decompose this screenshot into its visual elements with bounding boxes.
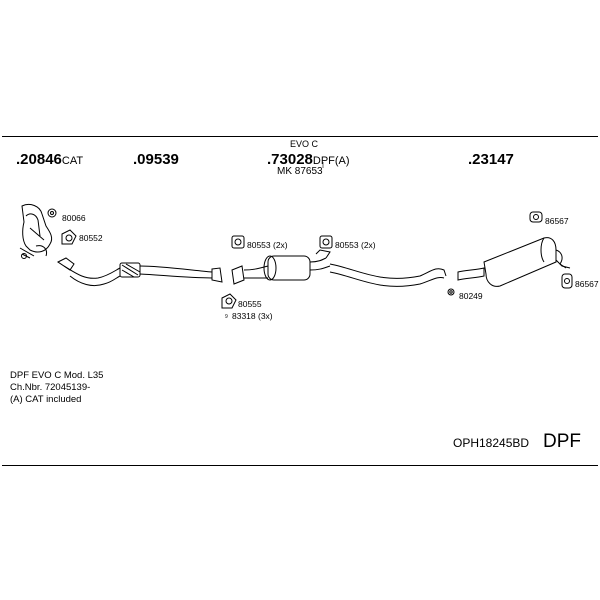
label-80553-left: 80553 (2x) [247, 240, 288, 250]
gasket-80249-drawing [447, 288, 455, 296]
part-20846: .20846CAT [16, 151, 84, 168]
hanger-86567-top-drawing [529, 211, 543, 223]
label-80249: 80249 [459, 291, 483, 301]
evo-c-label: EVO C [290, 139, 319, 149]
mk-label: MK 87653 [277, 166, 323, 177]
gasket-80066-drawing [47, 208, 57, 218]
part-09539: .09539 [133, 151, 179, 168]
note-line-3: (A) CAT included [10, 394, 82, 405]
hanger-80553-left-drawing [231, 235, 245, 249]
gasket-80552-drawing [61, 229, 77, 245]
diagram-frame [2, 136, 598, 466]
part-73028: .73028DPF(A) [267, 151, 350, 168]
label-86567-top: 86567 [545, 216, 569, 226]
label-80552: 80552 [79, 233, 103, 243]
label-83318-prefix: 9 [225, 314, 228, 320]
front-pipe-drawing [57, 257, 223, 287]
product-code: OPH18245BD [453, 436, 530, 450]
label-80555: 80555 [238, 299, 262, 309]
note-line-1: DPF EVO C Mod. L35 [10, 370, 104, 381]
clamp-80555-drawing [221, 293, 237, 309]
rear-silencer-drawing [457, 237, 571, 287]
product-type: DPF [543, 431, 581, 452]
hanger-80553-right-drawing [319, 235, 333, 249]
catalytic-converter-drawing [19, 203, 53, 259]
label-86567-right: 86567 [575, 279, 599, 289]
hanger-86567-right-drawing [561, 273, 573, 289]
label-83318: 83318 (3x) [232, 311, 273, 321]
dpf-muffler-drawing [231, 249, 447, 287]
note-line-2: Ch.Nbr. 72045139- [10, 382, 91, 393]
label-80066: 80066 [62, 213, 86, 223]
part-23147: .23147 [468, 151, 514, 168]
label-80553-right: 80553 (2x) [335, 240, 376, 250]
